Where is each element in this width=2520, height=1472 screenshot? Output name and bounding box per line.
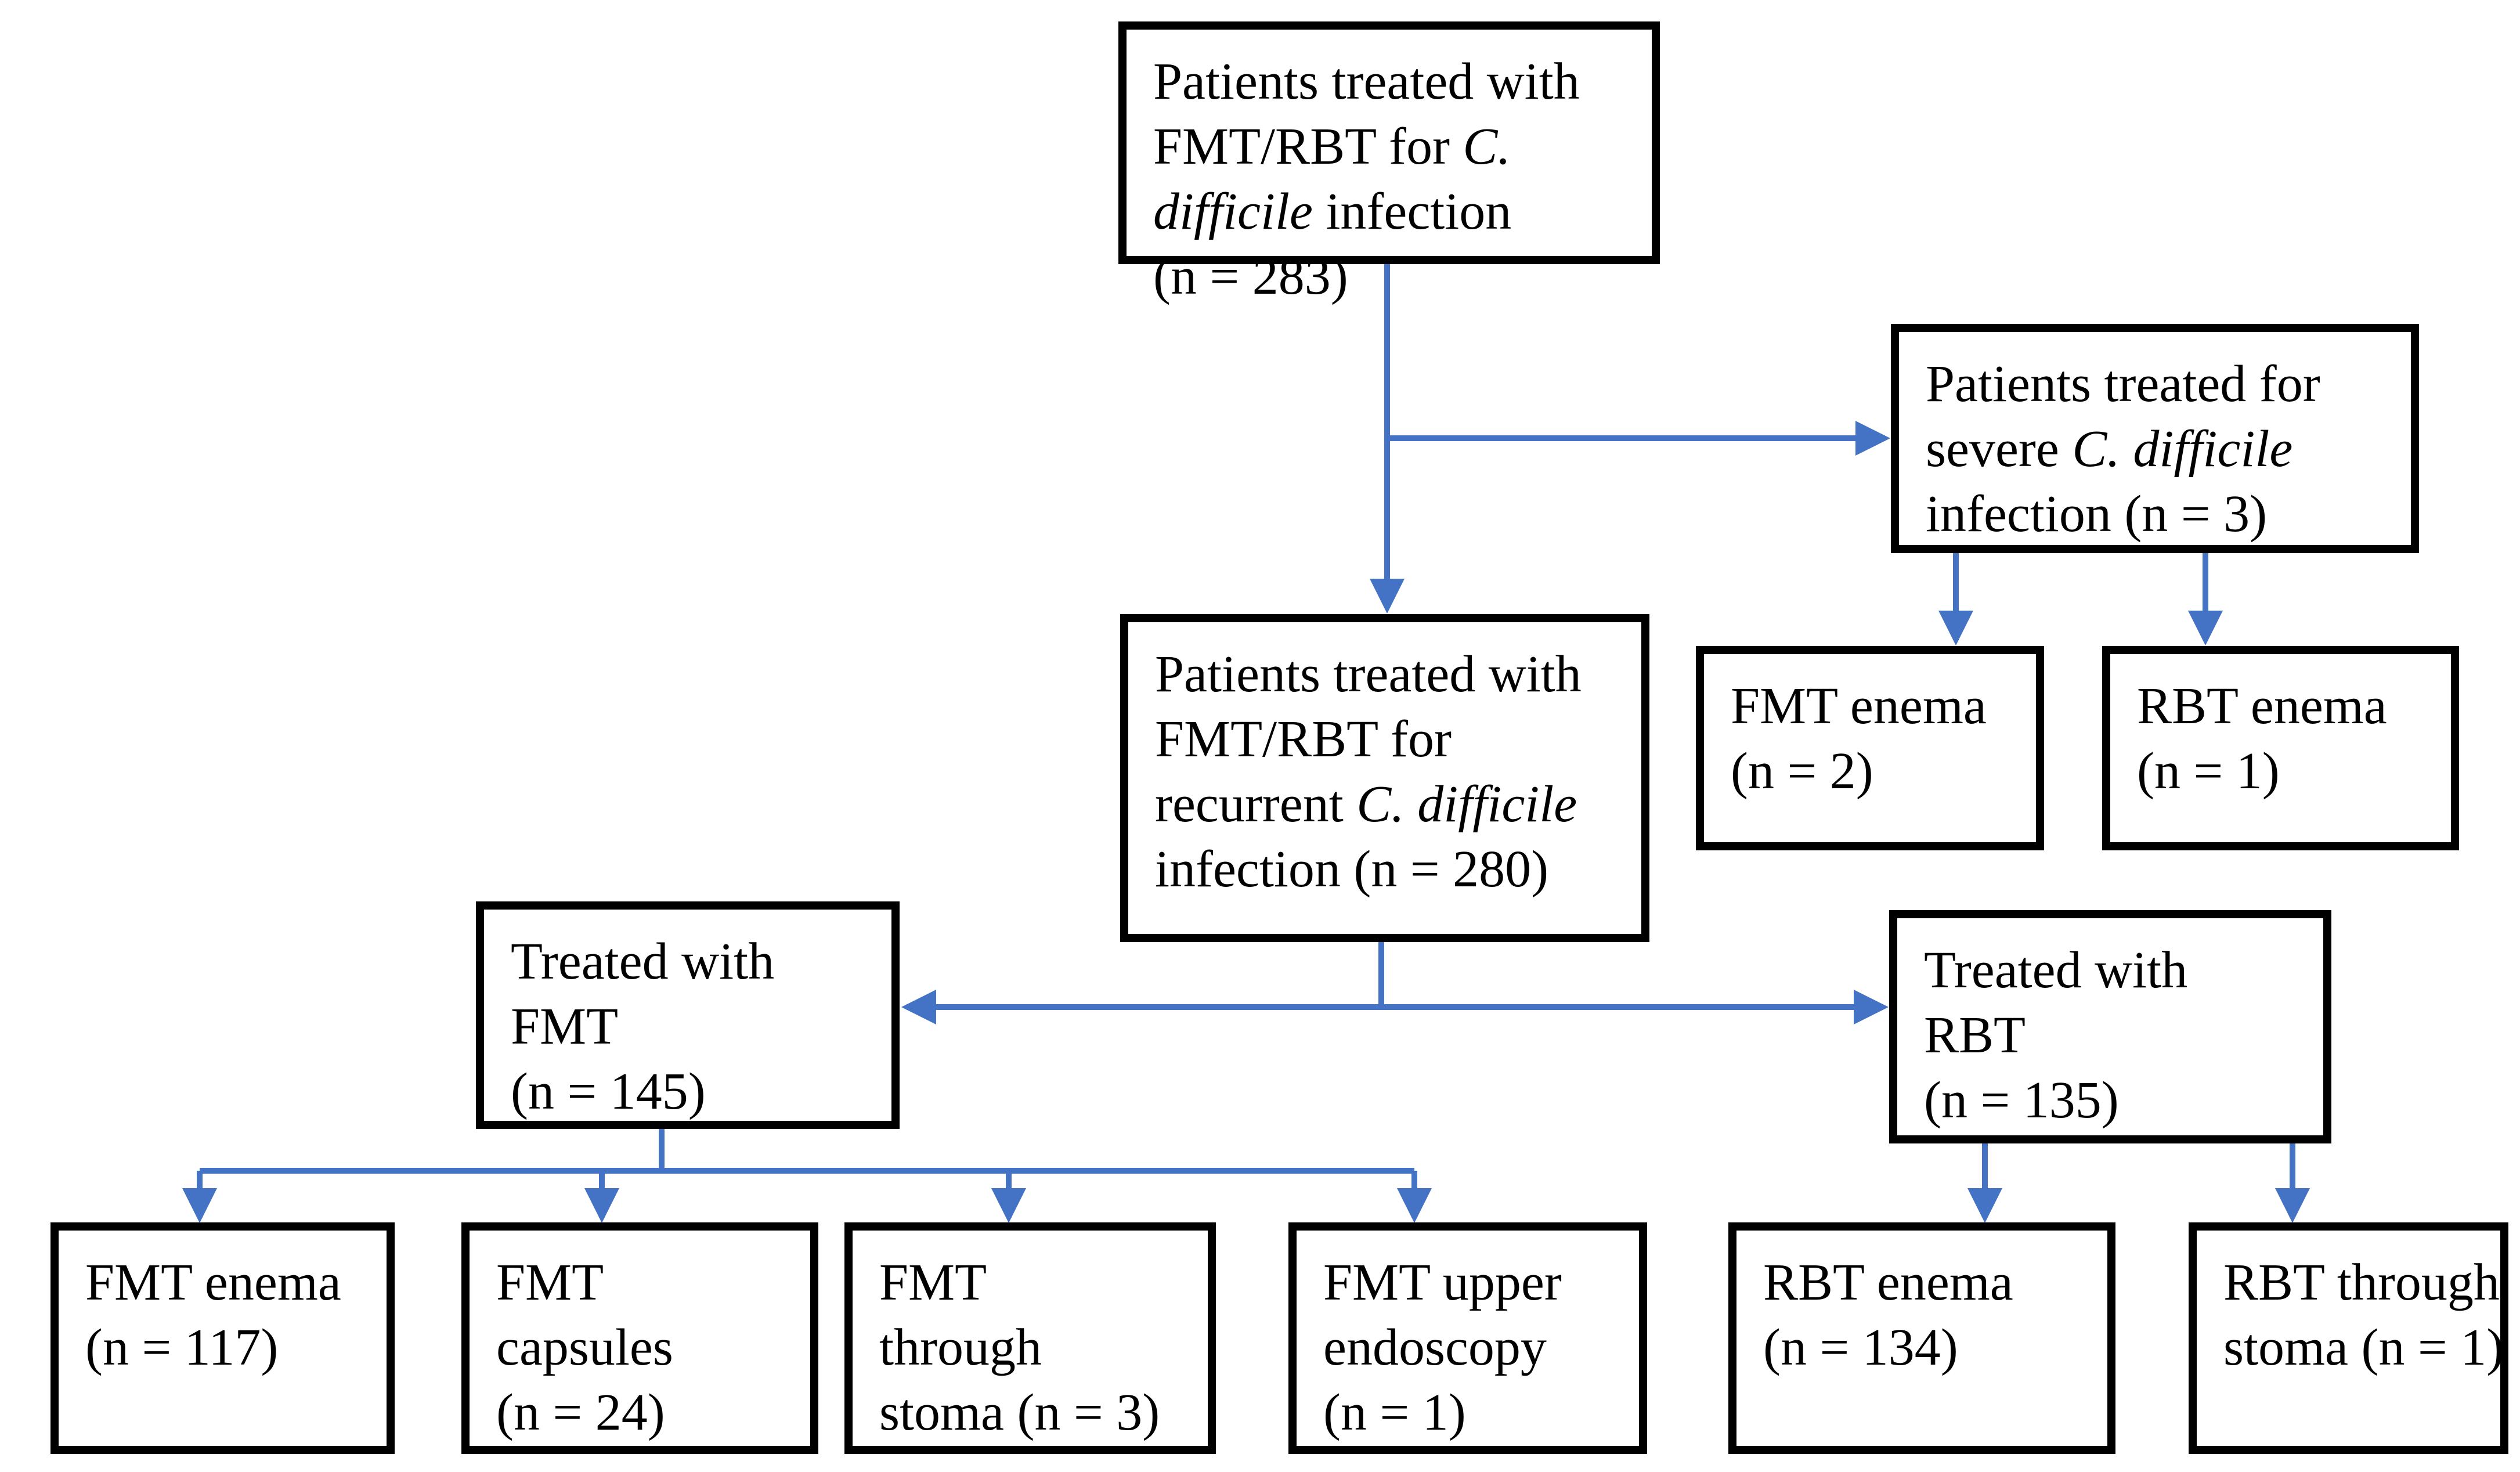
node-rbt-enema: RBT enema(n = 134) — [1728, 1222, 2115, 1454]
node-severe-fmt-enema: FMT enema(n = 2) — [1696, 646, 2044, 850]
node-severe-rbt-enema: RBT enema(n = 1) — [2102, 646, 2459, 850]
node-fmt-enema: FMT enema(n = 117) — [50, 1222, 395, 1454]
